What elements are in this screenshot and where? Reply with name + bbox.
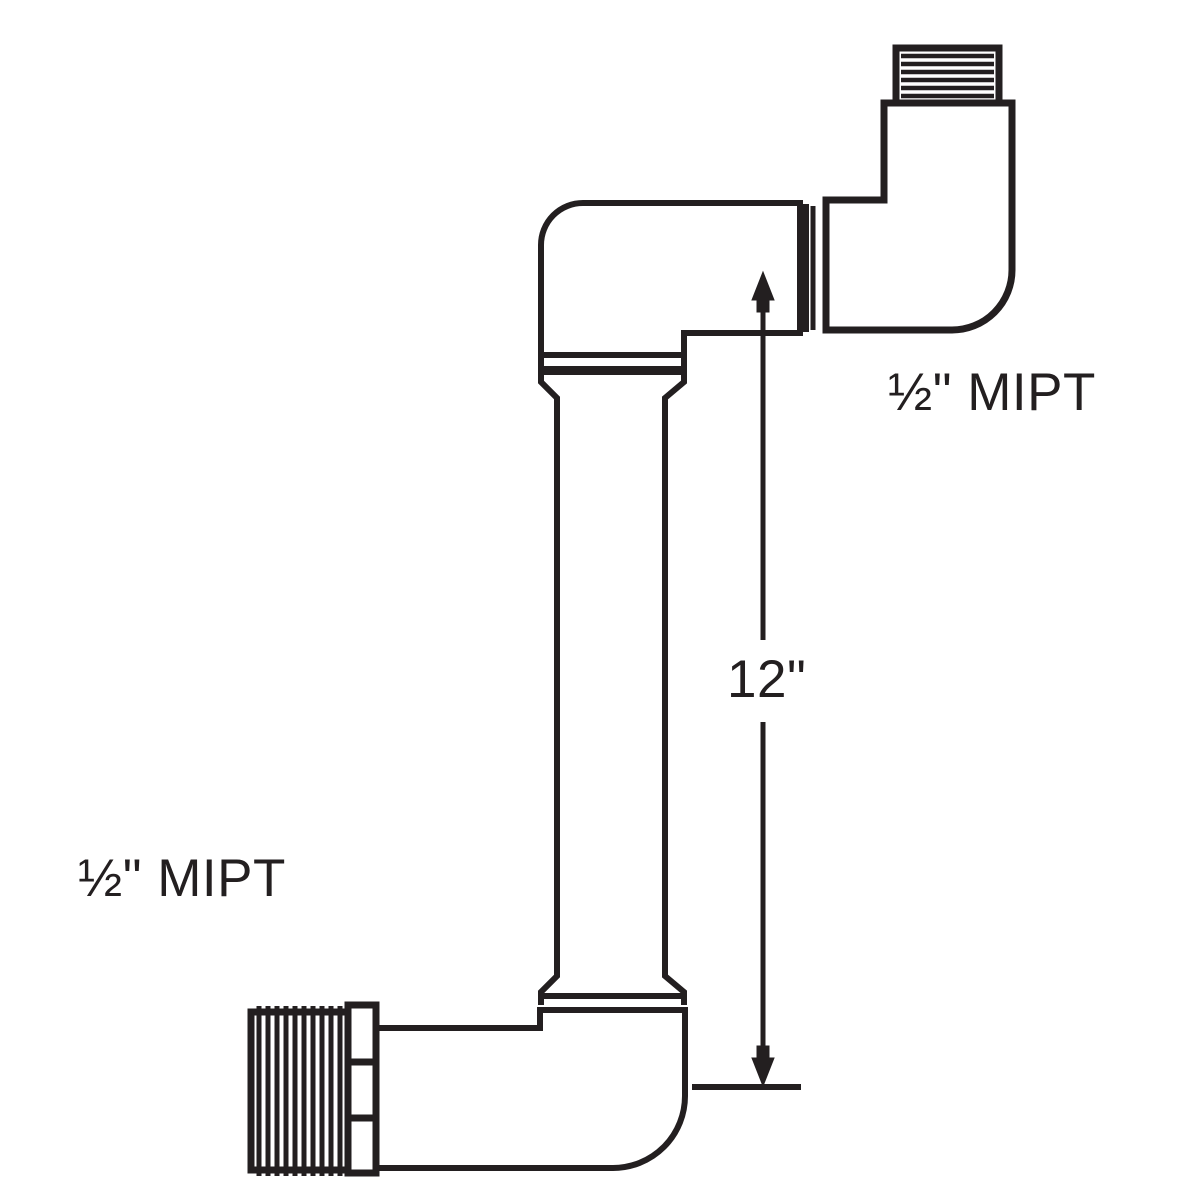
- lower-thread-hatch-icon: [256, 1006, 343, 1176]
- upper-port-label: ½" MIPT: [888, 363, 1096, 422]
- lower-thread-collar: [344, 1001, 380, 1177]
- dimension-label: 12": [727, 650, 807, 709]
- lower-socket-elbow-body: [371, 1007, 688, 1171]
- vertical-riser-pipe: [538, 369, 687, 1005]
- upper-street-elbow: [822, 99, 1016, 334]
- upper-socket-elbow-body: [538, 200, 803, 375]
- lower-socket-elbow: [371, 993, 688, 1171]
- dimension-arrow-up-icon: [751, 270, 775, 313]
- upper-thread-hatch-icon: [901, 53, 994, 99]
- riser-left-wall: [538, 369, 560, 1005]
- upper-street-elbow-body: [822, 99, 1016, 334]
- dimension-arrow-down-icon: [751, 1045, 775, 1088]
- riser-right-wall: [662, 369, 687, 1005]
- lower-port-label: ½" MIPT: [78, 849, 286, 908]
- dimension-12in: [692, 270, 801, 1090]
- upper-male-thread-nipple: [892, 44, 1003, 107]
- lower-male-thread-nipple: [247, 1001, 380, 1177]
- upper-socket-elbow: [538, 200, 816, 375]
